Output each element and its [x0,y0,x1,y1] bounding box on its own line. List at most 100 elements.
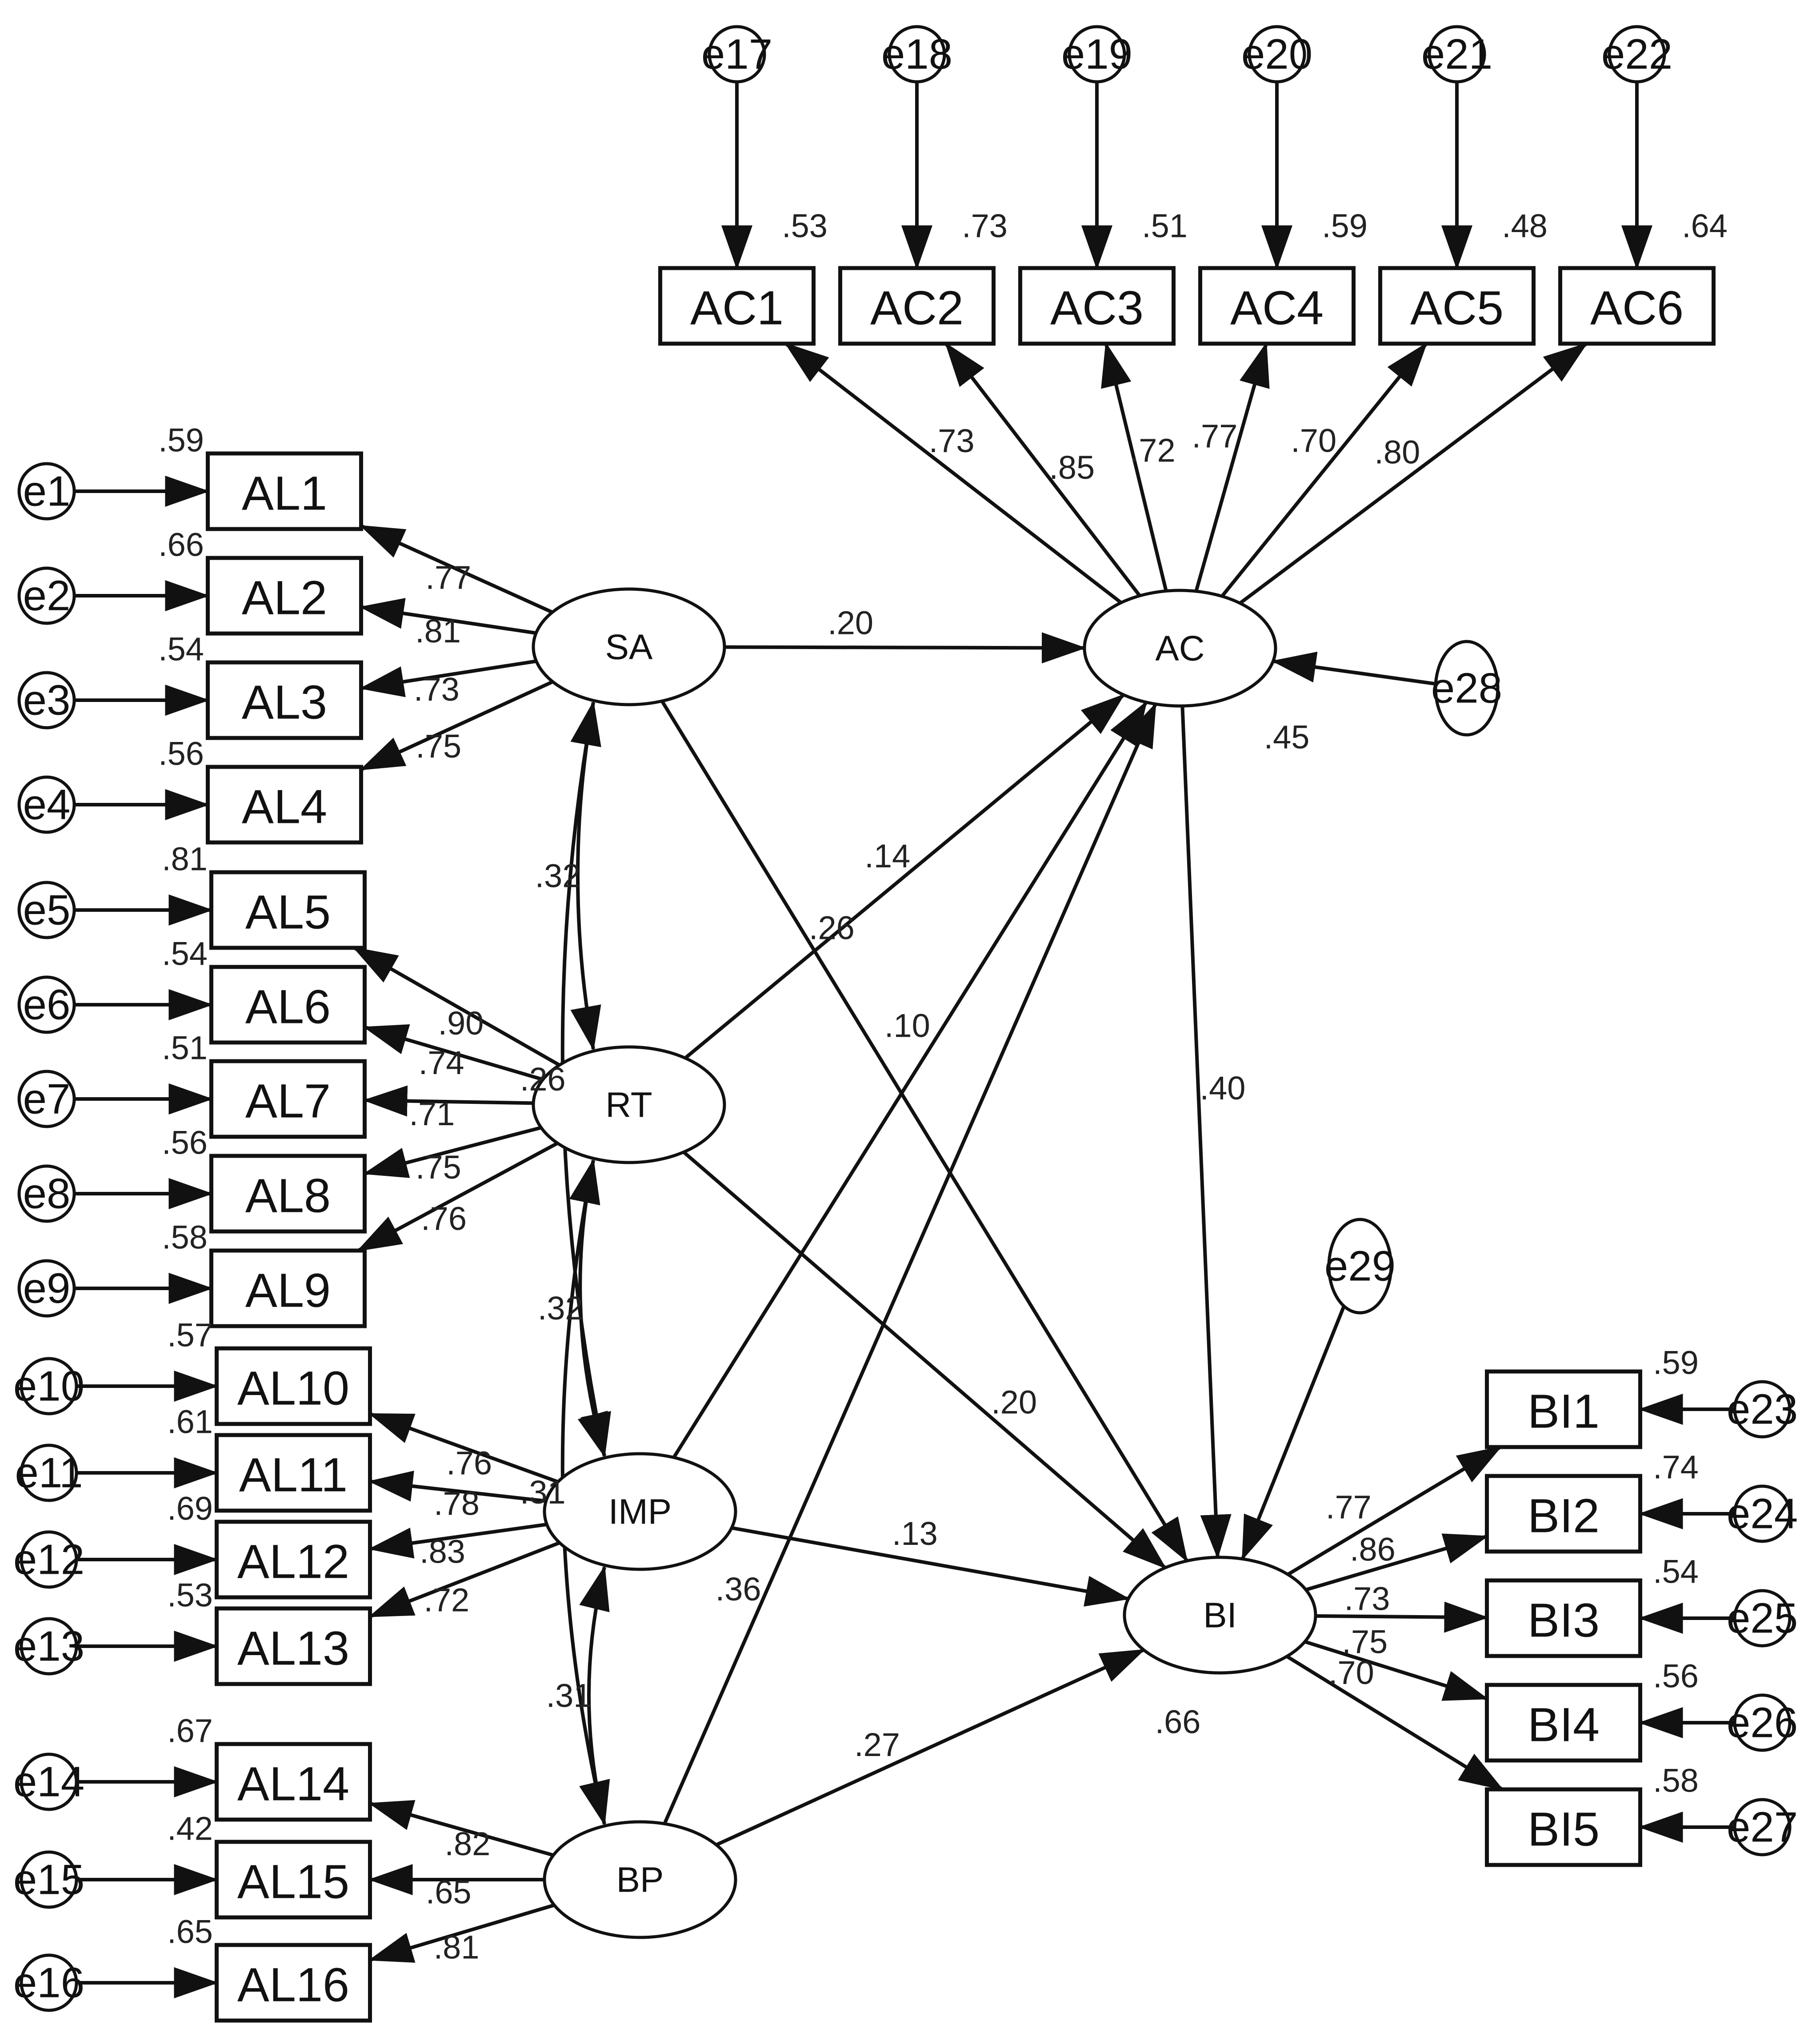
indicator-box-AL13 [215,1606,372,1686]
r-squared-label: .66 [158,526,204,563]
r-squared-label: .57 [167,1317,213,1354]
loading-arrow-BI-BI3 [1315,1601,1489,1633]
latent-ellipse-IMP [543,1452,737,1571]
error-circle-e27 [1733,1798,1792,1857]
loading-label: .74 [419,1044,464,1081]
loading-label: .65 [426,1874,472,1911]
indicator-label: AC2 [870,281,964,335]
correlation-label: .32 [538,1290,584,1327]
indicator-label: AC1 [690,281,784,335]
indicator-box-BI5 [1485,1787,1642,1867]
correlation-label: .32 [535,858,581,894]
indicator-box-AC4 [1198,266,1356,346]
indicator-box-AL4 [206,765,363,845]
indicator-label: BI4 [1528,1698,1600,1752]
path-arrow-IMP-AC [672,701,1148,1459]
indicator-label: AL5 [245,885,331,939]
r-squared-label: .59 [1653,1344,1699,1381]
r-squared-label: .53 [782,208,828,245]
indicator-box-AC1 [658,266,816,346]
indicator-box-AC5 [1378,266,1536,346]
error-circle-e5 [17,881,76,939]
loading-label: .90 [438,1005,484,1042]
loading-label: .83 [420,1533,465,1570]
indicator-label: AL14 [237,1757,349,1811]
error-label: e13 [13,1623,84,1670]
error-label: e5 [23,886,71,934]
indicator-box-AC6 [1558,266,1716,346]
error-circle-e26 [1733,1693,1792,1752]
r-squared-label: .45 [1264,719,1310,756]
error-label: e6 [23,981,71,1029]
path-coefficient: .27 [854,1726,900,1763]
error-label: e9 [23,1265,71,1312]
error-circle-e17 [708,25,766,84]
loading-label: .73 [414,671,460,708]
indicator-box-AL15 [215,1840,372,1920]
loading-label: .80 [1374,433,1420,470]
path-coefficient: .10 [884,1007,930,1044]
error-label: e12 [13,1536,84,1584]
indicator-label: AL2 [242,571,327,625]
loading-arrow-BP-AL16 [368,1903,555,1963]
loading-arrow-BI-BI2 [1305,1533,1489,1592]
path-coefficient: .26 [809,910,855,946]
loading-arrow-SA-AL3 [359,659,537,698]
indicator-box-AL9 [209,1248,367,1328]
error-label: e17 [701,31,772,78]
indicator-box-AC3 [1018,266,1176,346]
indicator-label: AC4 [1230,281,1324,335]
error-circle-e8 [17,1164,76,1223]
loading-arrow-AC-AC3 [1101,342,1168,592]
r-squared-label: .54 [158,631,204,668]
r-squared-label: .54 [162,935,208,972]
error-circle-e16 [20,1953,78,2012]
error-label: e20 [1241,31,1312,78]
error-circle-e22 [1608,25,1666,84]
indicator-box-BI1 [1485,1369,1642,1449]
loading-label: .72 [1130,432,1176,469]
error-circle-e18 [888,25,946,84]
path-arrow-RT-AC [684,693,1125,1060]
loading-arrow-RT-AL7 [363,1085,534,1117]
error-circle-e13 [20,1617,78,1676]
r-squared-label: .66 [1155,1704,1201,1740]
r-squared-label: .48 [1502,208,1548,245]
indicator-label: AC5 [1410,281,1504,335]
loading-label: .85 [1049,449,1095,486]
loading-arrow-IMP-AL13 [368,1541,560,1618]
error-circle-e23 [1733,1380,1792,1439]
error-circle-e24 [1733,1484,1792,1543]
indicator-label: AL15 [237,1855,349,1909]
indicator-box-AL10 [215,1346,372,1426]
latent-ellipse-AC [1083,589,1277,708]
error-arrow-e28 [1271,651,1440,686]
error-label: e24 [1727,1490,1798,1538]
error-circle-e10 [20,1357,78,1415]
error-circle-e15 [20,1850,78,1909]
indicator-label: BI3 [1528,1593,1600,1647]
error-label: e7 [23,1075,71,1123]
indicator-label: AL4 [242,780,327,834]
loading-label: .73 [1344,1580,1390,1617]
loading-arrow-SA-AL2 [359,598,536,635]
r-squared-label: .56 [158,735,204,772]
latent-ellipse-RT [532,1045,726,1164]
error-arrow-e29 [1240,1291,1352,1561]
indicator-label: AL10 [237,1361,349,1415]
error-label: e25 [1727,1595,1798,1642]
error-circle-e3 [17,671,76,730]
error-label: e29 [1324,1243,1396,1290]
loading-arrow-RT-AL8 [363,1126,542,1178]
indicator-box-AL12 [215,1520,372,1600]
error-label: e4 [23,781,71,829]
indicator-label: AL3 [242,675,327,729]
path-coefficient: .20 [991,1383,1037,1420]
indicator-label: BI1 [1528,1384,1600,1438]
path-coefficient: .40 [1200,1070,1246,1107]
error-circle-e28 [1434,640,1500,737]
indicator-box-BI4 [1485,1683,1642,1763]
indicator-box-AL5 [209,870,367,950]
path-arrow-SA-AC [724,632,1087,664]
r-squared-label: .65 [167,1913,213,1950]
